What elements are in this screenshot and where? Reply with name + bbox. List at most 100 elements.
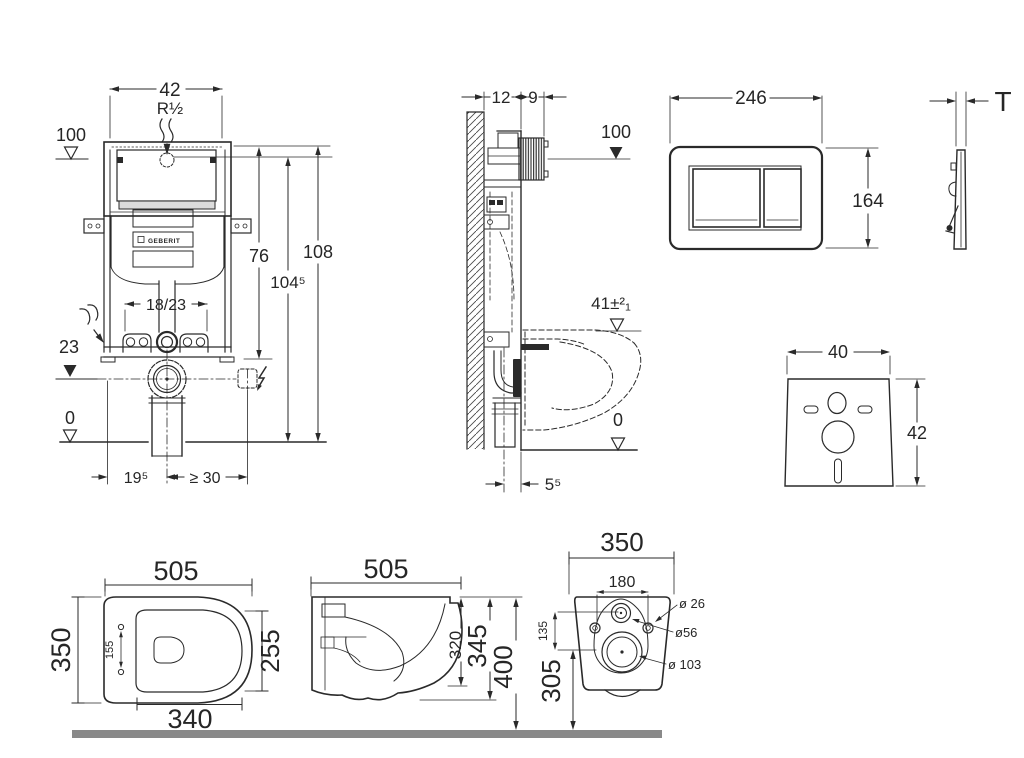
dim-41-label: 41±²₁ bbox=[591, 294, 631, 313]
arrowhead bbox=[638, 653, 647, 660]
drain-pipe-side bbox=[494, 402, 516, 448]
dim-108-label: 108 bbox=[303, 242, 333, 262]
arrowhead bbox=[125, 301, 134, 307]
dim-345-label: 345 bbox=[462, 624, 492, 667]
outlet-bump bbox=[604, 689, 641, 698]
drain-elbow-outer bbox=[493, 350, 522, 394]
dim-246-label: 246 bbox=[735, 88, 767, 109]
dim-180-extensions bbox=[596, 594, 649, 625]
arrowhead bbox=[570, 721, 576, 730]
arrowhead bbox=[552, 642, 558, 650]
dim-255-line bbox=[255, 610, 269, 692]
outlet-circle-inner bbox=[606, 636, 638, 668]
fixing-bolts bbox=[521, 344, 549, 350]
sound-insulation-pad: 40 42 bbox=[784, 342, 927, 487]
strut-foot bbox=[945, 230, 955, 234]
dim-155-label: 155 bbox=[104, 641, 116, 659]
dim-55-label: 5⁵ bbox=[545, 475, 562, 494]
inlet-circle-outer bbox=[610, 602, 632, 624]
pad-slot-bottom bbox=[834, 458, 842, 484]
arrowhead bbox=[256, 147, 262, 156]
cistern-front-view: 42 R½ 100 GEBERIT bbox=[55, 80, 333, 487]
level-open-triangle bbox=[63, 146, 79, 160]
dim-12-label: 12 bbox=[492, 88, 511, 107]
arrowhead bbox=[597, 589, 604, 595]
level-open-triangle bbox=[62, 429, 78, 443]
dim-505-line bbox=[104, 578, 253, 592]
dim-350-back-label: 350 bbox=[600, 527, 643, 557]
dim-1823-extensions bbox=[124, 309, 208, 332]
fitting-right bbox=[210, 157, 216, 163]
supply-connection-circle bbox=[159, 152, 175, 168]
arrowhead bbox=[458, 677, 464, 686]
arrowhead bbox=[947, 98, 956, 104]
arrowhead bbox=[475, 94, 484, 100]
inlet-center bbox=[619, 611, 623, 615]
dim-135-label: 135 bbox=[536, 621, 550, 641]
fixing-recess bbox=[321, 603, 346, 618]
pipe-coupling bbox=[491, 408, 519, 415]
wall-bracket-right bbox=[230, 218, 252, 234]
fitting-left bbox=[117, 157, 123, 163]
fixing-hole-right bbox=[642, 622, 654, 634]
trap-curve bbox=[344, 616, 405, 682]
water-supply-squiggle-icon bbox=[159, 118, 174, 143]
dim-505-label: 505 bbox=[153, 556, 198, 586]
pad-outline bbox=[784, 378, 894, 487]
bracket-screw bbox=[487, 336, 493, 342]
bowl-side-view: 505 320 345 400 bbox=[310, 554, 523, 730]
flush-bend-inner bbox=[160, 335, 174, 349]
outlet-center bbox=[620, 650, 624, 654]
wall-bracket-left bbox=[83, 218, 105, 234]
dim-320-label: 320 bbox=[446, 631, 465, 659]
large-flush-button bbox=[692, 168, 761, 228]
bottom-dim-extensions bbox=[107, 380, 248, 485]
dim-164-extensions bbox=[825, 147, 879, 249]
dim-255-label: 255 bbox=[255, 629, 285, 672]
level-open-triangle bbox=[609, 318, 625, 332]
clip-hook bbox=[948, 181, 957, 197]
dim-305-label: 305 bbox=[536, 659, 566, 702]
pad-inlet-hole bbox=[827, 391, 847, 415]
supply-valve-box bbox=[497, 132, 519, 149]
dim-180-label: 180 bbox=[609, 574, 636, 591]
service-panel-row1 bbox=[132, 209, 194, 228]
dim-350-back-extensions bbox=[568, 563, 675, 595]
arrowhead bbox=[813, 95, 822, 101]
dia-26-leader bbox=[658, 604, 678, 620]
brand-logo-square bbox=[137, 236, 145, 243]
brand-logo-text: GEBERIT bbox=[148, 238, 180, 245]
arrowhead bbox=[641, 589, 648, 595]
shared-arrow-diamond bbox=[514, 94, 528, 100]
mount-strut bbox=[948, 205, 959, 228]
foot-left bbox=[122, 333, 152, 353]
arrowhead bbox=[119, 631, 123, 638]
flush-pipe bbox=[158, 280, 176, 333]
inlet-circle-inner bbox=[615, 607, 627, 619]
dim-505-extensions bbox=[104, 590, 253, 597]
cover-tab bbox=[543, 170, 549, 178]
arrowhead bbox=[98, 474, 108, 480]
hinge-hole bbox=[117, 668, 125, 676]
dim-505-side-label: 505 bbox=[363, 554, 408, 584]
supply-thread-label: R½ bbox=[157, 99, 183, 118]
service-panel-row3 bbox=[132, 250, 194, 268]
arrowhead bbox=[914, 379, 920, 388]
arrowhead bbox=[285, 157, 291, 166]
dim-350-line bbox=[71, 596, 85, 704]
side-level-100-label: 100 bbox=[601, 122, 631, 142]
arrowhead bbox=[670, 95, 679, 101]
arrowhead bbox=[315, 433, 321, 442]
dim-1823-label: 18/23 bbox=[146, 297, 186, 314]
rail-tab-left bbox=[100, 356, 116, 363]
fitting bbox=[489, 200, 495, 205]
dim-42-label: 42 bbox=[159, 80, 180, 101]
wall-hatch bbox=[467, 112, 484, 449]
fixing-hole-left-inner bbox=[592, 625, 598, 631]
dim-30-label: ≥ 30 bbox=[189, 470, 220, 487]
tank-bottom-curve bbox=[110, 266, 225, 285]
dim-350-extensions bbox=[83, 596, 102, 704]
flush-plate-body bbox=[668, 145, 824, 251]
outlet-circle-outer bbox=[601, 631, 643, 673]
